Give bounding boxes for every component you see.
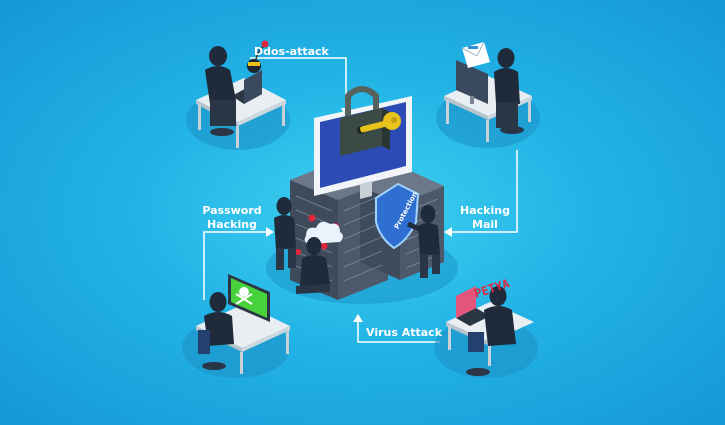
desk-front bbox=[444, 96, 488, 120]
label-mail-line1: Hacking bbox=[460, 204, 510, 217]
crossbones-icon bbox=[235, 293, 253, 305]
laptop-icon bbox=[456, 308, 490, 326]
workstation-ddos bbox=[186, 40, 290, 150]
hacker-head bbox=[209, 46, 227, 66]
hacker-body bbox=[205, 66, 236, 104]
label-ddos-attack: Ddos-attack bbox=[254, 45, 329, 58]
arrowhead-password bbox=[266, 227, 274, 237]
desk-leg bbox=[236, 126, 239, 148]
hacker-legs bbox=[210, 100, 236, 126]
label-password-line2: Hacking bbox=[207, 218, 257, 231]
arrowhead-mail bbox=[444, 227, 452, 237]
workstation-password bbox=[182, 274, 290, 378]
shield-icon bbox=[375, 182, 420, 250]
hacker-figure bbox=[406, 205, 440, 278]
desk-leg bbox=[198, 104, 201, 130]
workstation-mail bbox=[436, 41, 540, 148]
chair-base bbox=[202, 362, 226, 370]
connector-mail bbox=[452, 150, 518, 233]
workstation-virus bbox=[434, 286, 538, 378]
chair-base bbox=[466, 368, 490, 376]
bomb-label bbox=[248, 62, 260, 66]
chair-icon bbox=[500, 126, 524, 134]
desk-side bbox=[242, 326, 290, 352]
hacker-figure bbox=[296, 237, 330, 294]
label-password-line1: Password bbox=[202, 204, 262, 217]
monitor-stand bbox=[470, 96, 474, 104]
arrowhead-virus bbox=[353, 314, 363, 322]
desk-leg bbox=[282, 104, 285, 126]
hacker-legs bbox=[496, 102, 518, 128]
desk-leg bbox=[446, 100, 449, 124]
chair-icon bbox=[468, 332, 484, 352]
connector-password bbox=[203, 231, 266, 300]
connector-lines bbox=[203, 57, 518, 343]
desk-leg bbox=[528, 100, 531, 122]
label-virus-attack: Virus Attack bbox=[366, 326, 443, 339]
monitor-screen bbox=[231, 278, 267, 318]
desk-leg bbox=[240, 352, 243, 374]
hacker-head bbox=[497, 48, 515, 68]
connector-virus bbox=[357, 320, 440, 343]
envelope-flap bbox=[461, 41, 485, 57]
hacker-head bbox=[209, 292, 227, 312]
label-password-hacking: Password Hacking bbox=[198, 204, 266, 232]
connector-ddos bbox=[250, 57, 347, 110]
skull-icon bbox=[239, 287, 249, 297]
desk-side bbox=[238, 100, 286, 126]
padlock-shackle bbox=[345, 86, 379, 116]
desk-leg bbox=[448, 326, 451, 350]
label-mail-line2: Mail bbox=[472, 218, 498, 231]
central-monitor-stand bbox=[360, 181, 372, 199]
hacker-body bbox=[204, 312, 234, 346]
label-hacking-mail: Hacking Mail bbox=[455, 204, 515, 232]
envelope-letter bbox=[468, 46, 478, 49]
desk-leg bbox=[488, 346, 491, 366]
chair-icon bbox=[198, 330, 210, 354]
desk-leg bbox=[286, 330, 289, 354]
hacker-body bbox=[484, 306, 516, 346]
key-icon bbox=[360, 112, 401, 133]
hacker-head bbox=[489, 286, 507, 306]
laptop-screen bbox=[456, 286, 476, 318]
hacker-figure bbox=[274, 197, 296, 270]
laptop-screen bbox=[244, 70, 262, 104]
hacker-body bbox=[494, 68, 520, 104]
monitor-icon bbox=[456, 60, 488, 104]
spark-icon bbox=[261, 40, 269, 48]
server-cluster bbox=[266, 86, 458, 304]
chair-icon bbox=[210, 128, 234, 136]
desk-leg bbox=[486, 120, 489, 142]
